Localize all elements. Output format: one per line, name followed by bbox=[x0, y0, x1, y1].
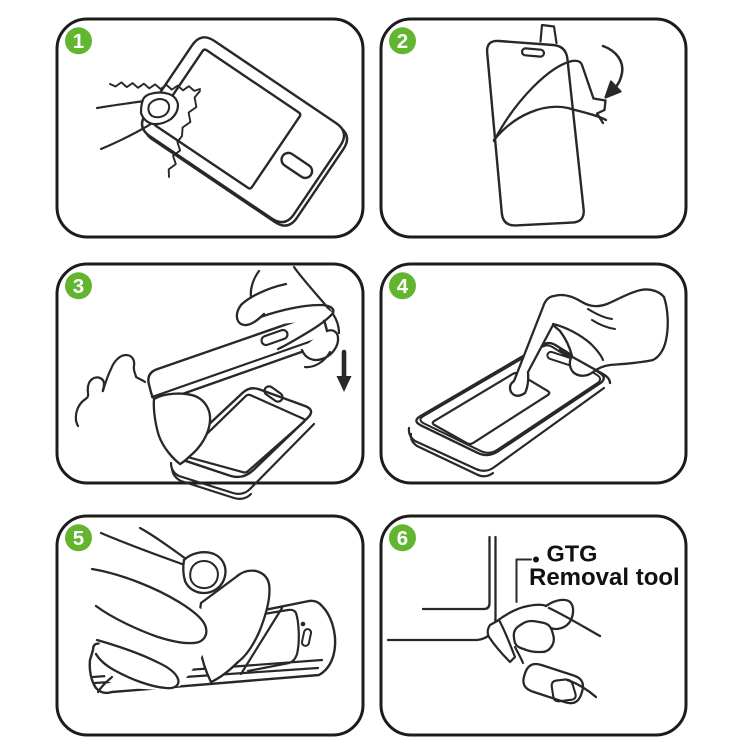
svg-text:2: 2 bbox=[397, 30, 408, 53]
svg-text:GTG: GTG bbox=[547, 541, 598, 567]
svg-text:5: 5 bbox=[73, 527, 84, 550]
svg-text:6: 6 bbox=[397, 527, 408, 550]
svg-text:3: 3 bbox=[73, 275, 84, 298]
svg-text:Removal tool: Removal tool bbox=[529, 564, 680, 591]
svg-text:4: 4 bbox=[397, 275, 409, 298]
svg-text:1: 1 bbox=[73, 30, 84, 53]
